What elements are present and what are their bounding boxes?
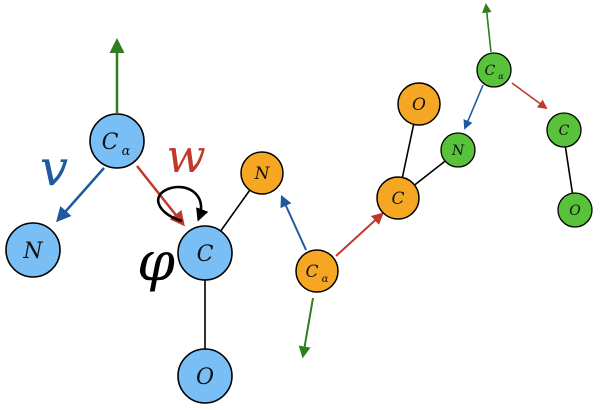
atom-ca-residue1: C α <box>89 113 145 169</box>
atom-ca-subscript: α <box>322 274 329 285</box>
vec-v-arrow-residue1 <box>56 167 105 223</box>
atom-c-residue2: C <box>376 176 420 220</box>
atom-n-residue3: N <box>440 132 476 168</box>
atom-ca-residue3: C α <box>476 52 512 88</box>
atom-o-residue3: O <box>557 192 593 228</box>
vector-w-label: w <box>166 129 205 183</box>
atom-n-label: N <box>451 143 465 159</box>
atom-o-residue2: O <box>397 82 441 126</box>
frame-vectors-residue3 <box>463 3 548 130</box>
vec-n-arrow-residue3 <box>463 84 484 130</box>
atom-o-label: O <box>196 365 214 390</box>
atom-n-residue1: N <box>5 222 61 278</box>
atom-c-label: C <box>197 242 214 267</box>
vector-v-label: v <box>40 139 68 197</box>
atom-ca-subscript: α <box>498 72 504 81</box>
vec-up-arrow-residue2 <box>298 297 314 359</box>
atom-ca-label: C <box>102 130 119 155</box>
bonds <box>204 103 576 375</box>
atom-n-label: N <box>254 164 271 184</box>
atom-c-label: C <box>391 189 404 209</box>
atom-c-residue1: C <box>177 225 233 281</box>
atom-c-label: C <box>559 123 570 139</box>
atom-ca-residue2: C α <box>295 249 339 293</box>
atom-o-label: O <box>569 203 581 219</box>
frame-vectors-residue2 <box>280 194 384 359</box>
atom-c-residue3: C <box>546 112 582 148</box>
atom-n-label: N <box>22 239 43 264</box>
atom-o-residue1: O <box>177 348 233 404</box>
vec-up-arrow-residue3 <box>482 3 492 53</box>
atom-ca-label: C <box>485 63 496 79</box>
atom-ca-label: C <box>305 262 318 282</box>
vec-n-arrow-residue2 <box>280 194 307 251</box>
rotation-arrow <box>156 185 209 223</box>
vec-c-arrow-residue3 <box>511 82 548 110</box>
atom-o-label: O <box>412 95 426 115</box>
vec-c-arrow-residue2 <box>335 212 384 257</box>
atom-n-residue2: N <box>240 151 284 195</box>
angle-phi-label: φ <box>137 230 175 293</box>
atom-ca-subscript: α <box>122 144 131 159</box>
